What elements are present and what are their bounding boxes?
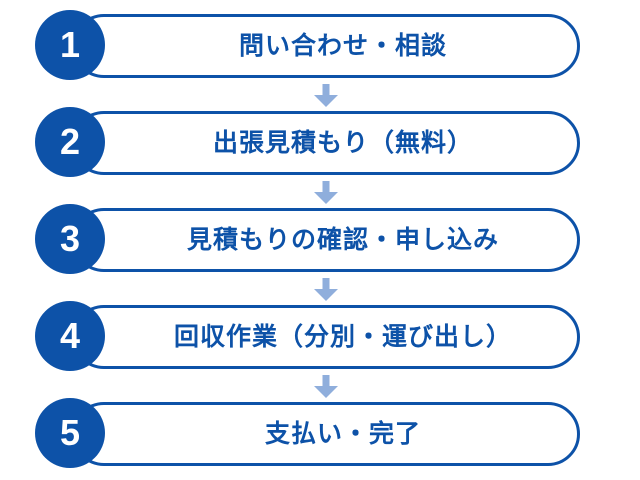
step-number-1: 1 [59, 24, 81, 65]
step-label-2: 出張見積もり（無料） [212, 128, 473, 157]
step-badge-5: 5 [35, 398, 105, 468]
step-badge-2: 2 [35, 107, 105, 177]
step-number-3: 3 [59, 218, 81, 259]
step-label-5: 支払い・完了 [264, 419, 421, 448]
step-pill-3[interactable]: 見積もりの確認・申し込み [72, 208, 580, 272]
step-pill-5[interactable]: 支払い・完了 [72, 402, 580, 466]
step-pill-4[interactable]: 回収作業（分別・運び出し） [72, 305, 580, 369]
step-badge-4: 4 [35, 301, 105, 371]
step-pill-1[interactable]: 問い合わせ・相談 [72, 14, 580, 78]
arrow-down-icon-2 [313, 181, 339, 204]
arrow-down-icon-4 [313, 375, 339, 398]
step-label-4: 回収作業（分別・運び出し） [173, 322, 512, 351]
arrow-down-icon-3 [313, 278, 339, 301]
flow-step-2[interactable]: 出張見積もり（無料） 2 [0, 107, 640, 179]
step-number-5: 5 [59, 412, 81, 453]
arrow-down-icon-1 [313, 84, 339, 107]
step-label-1: 問い合わせ・相談 [238, 31, 447, 60]
step-label-3: 見積もりの確認・申し込み [186, 225, 499, 254]
flow-step-1[interactable]: 問い合わせ・相談 1 [0, 10, 640, 82]
step-number-4: 4 [59, 315, 81, 356]
flow-step-4[interactable]: 回収作業（分別・運び出し） 4 [0, 301, 640, 373]
step-pill-2[interactable]: 出張見積もり（無料） [72, 111, 580, 175]
flow-step-3[interactable]: 見積もりの確認・申し込み 3 [0, 204, 640, 276]
step-badge-3: 3 [35, 204, 105, 274]
step-number-2: 2 [59, 121, 81, 162]
flow-step-5[interactable]: 支払い・完了 5 [0, 398, 640, 470]
step-badge-1: 1 [35, 10, 105, 80]
